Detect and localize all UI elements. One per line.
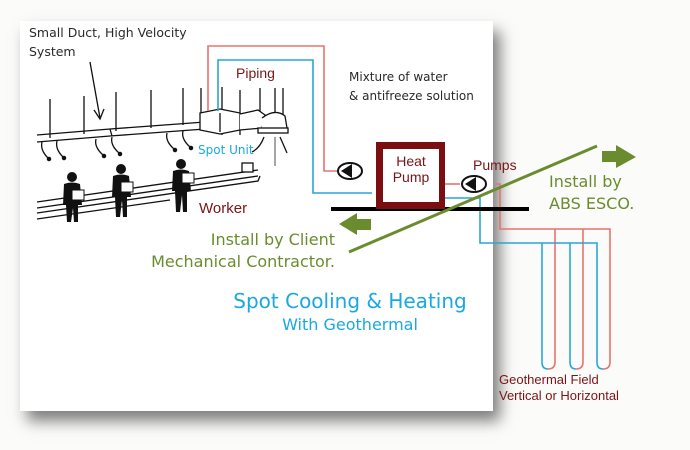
arrow-left-icon	[339, 213, 371, 235]
diagram-panel	[20, 21, 493, 411]
duct-system	[36, 61, 289, 166]
duct-system-label-line1: Small Duct, High Velocity	[29, 25, 187, 40]
piping-label: Piping	[236, 65, 275, 81]
geothermal-loop	[541, 361, 611, 370]
return-piping	[217, 59, 598, 362]
pump-icon	[337, 162, 363, 180]
heat-pump-label-line1: Heat	[396, 153, 426, 169]
geothermal-field-label-line2: Vertical or Horizontal	[499, 388, 619, 403]
worker-figure	[63, 159, 195, 222]
diagram-title: Spot Cooling & Heating	[233, 289, 467, 313]
heat-pump-box	[376, 142, 445, 209]
heat-pump-label: Heat Pump	[383, 154, 439, 184]
install-esco-label: Install by ABS ESCO.	[549, 174, 634, 212]
supply-piping	[207, 45, 611, 362]
pumps-label: Pumps	[473, 157, 517, 173]
duct-system-label-line2: System	[29, 43, 76, 59]
install-client-label: Install by Client Mechanical Contractor.	[151, 232, 335, 270]
worker-label: Worker	[199, 200, 248, 217]
duct-system-label: Small Duct, High Velocity System	[29, 25, 187, 59]
heat-pump-label-line2: Pump	[392, 169, 430, 185]
install-client-label-line2: Mechanical Contractor.	[151, 252, 335, 271]
mixture-label: Mixture of water & antifreeze solution	[349, 71, 474, 102]
mixture-label-line1: Mixture of water	[349, 70, 448, 84]
geothermal-field-label-line1: Geothermal Field	[499, 372, 599, 387]
diagram-subtitle: With Geothermal	[282, 315, 418, 334]
pump-icon	[461, 175, 487, 193]
install-esco-label-line2: ABS ESCO.	[549, 194, 635, 213]
spot-unit-label: Spot Unit	[198, 143, 254, 157]
install-client-label-line1: Install by Client	[210, 230, 335, 249]
geothermal-field-label: Geothermal Field Vertical or Horizontal	[499, 373, 619, 402]
install-esco-label-line1: Install by	[549, 172, 622, 191]
mixture-label-line2: & antifreeze solution	[349, 89, 474, 103]
diagram-title-block: Spot Cooling & Heating With Geothermal	[200, 291, 500, 333]
green-divider-line	[348, 144, 598, 254]
arrow-right-icon	[602, 145, 636, 168]
